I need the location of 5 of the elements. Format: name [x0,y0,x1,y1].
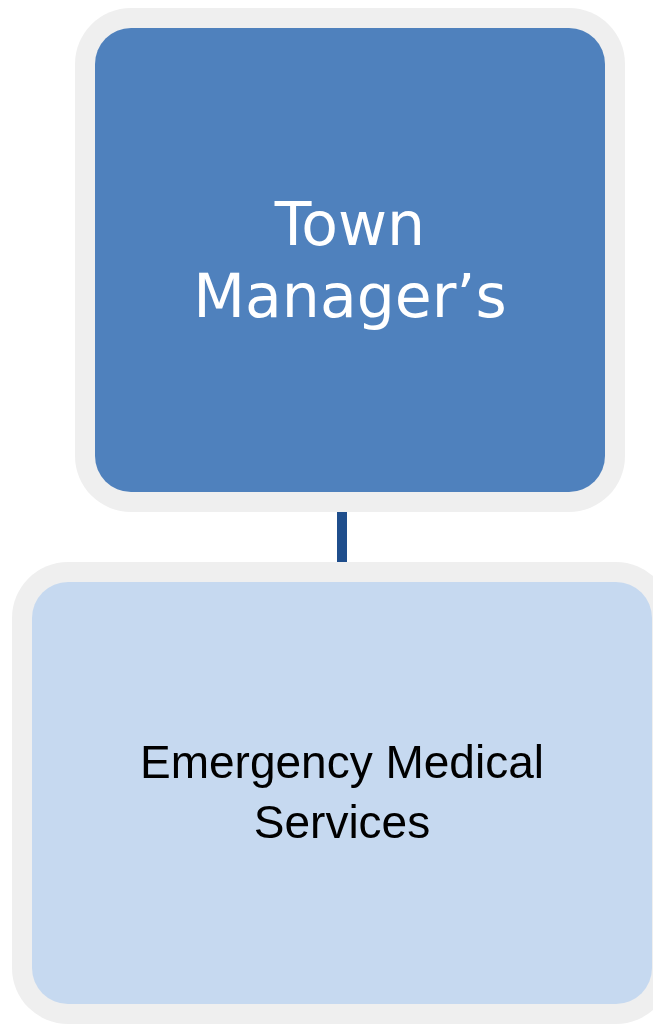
org-box [75,8,625,512]
connector-line [337,512,347,562]
org-box [12,562,653,1024]
box-title: Town Manager’s [192,188,508,332]
box-title: Emergency Medical Services [139,735,545,850]
